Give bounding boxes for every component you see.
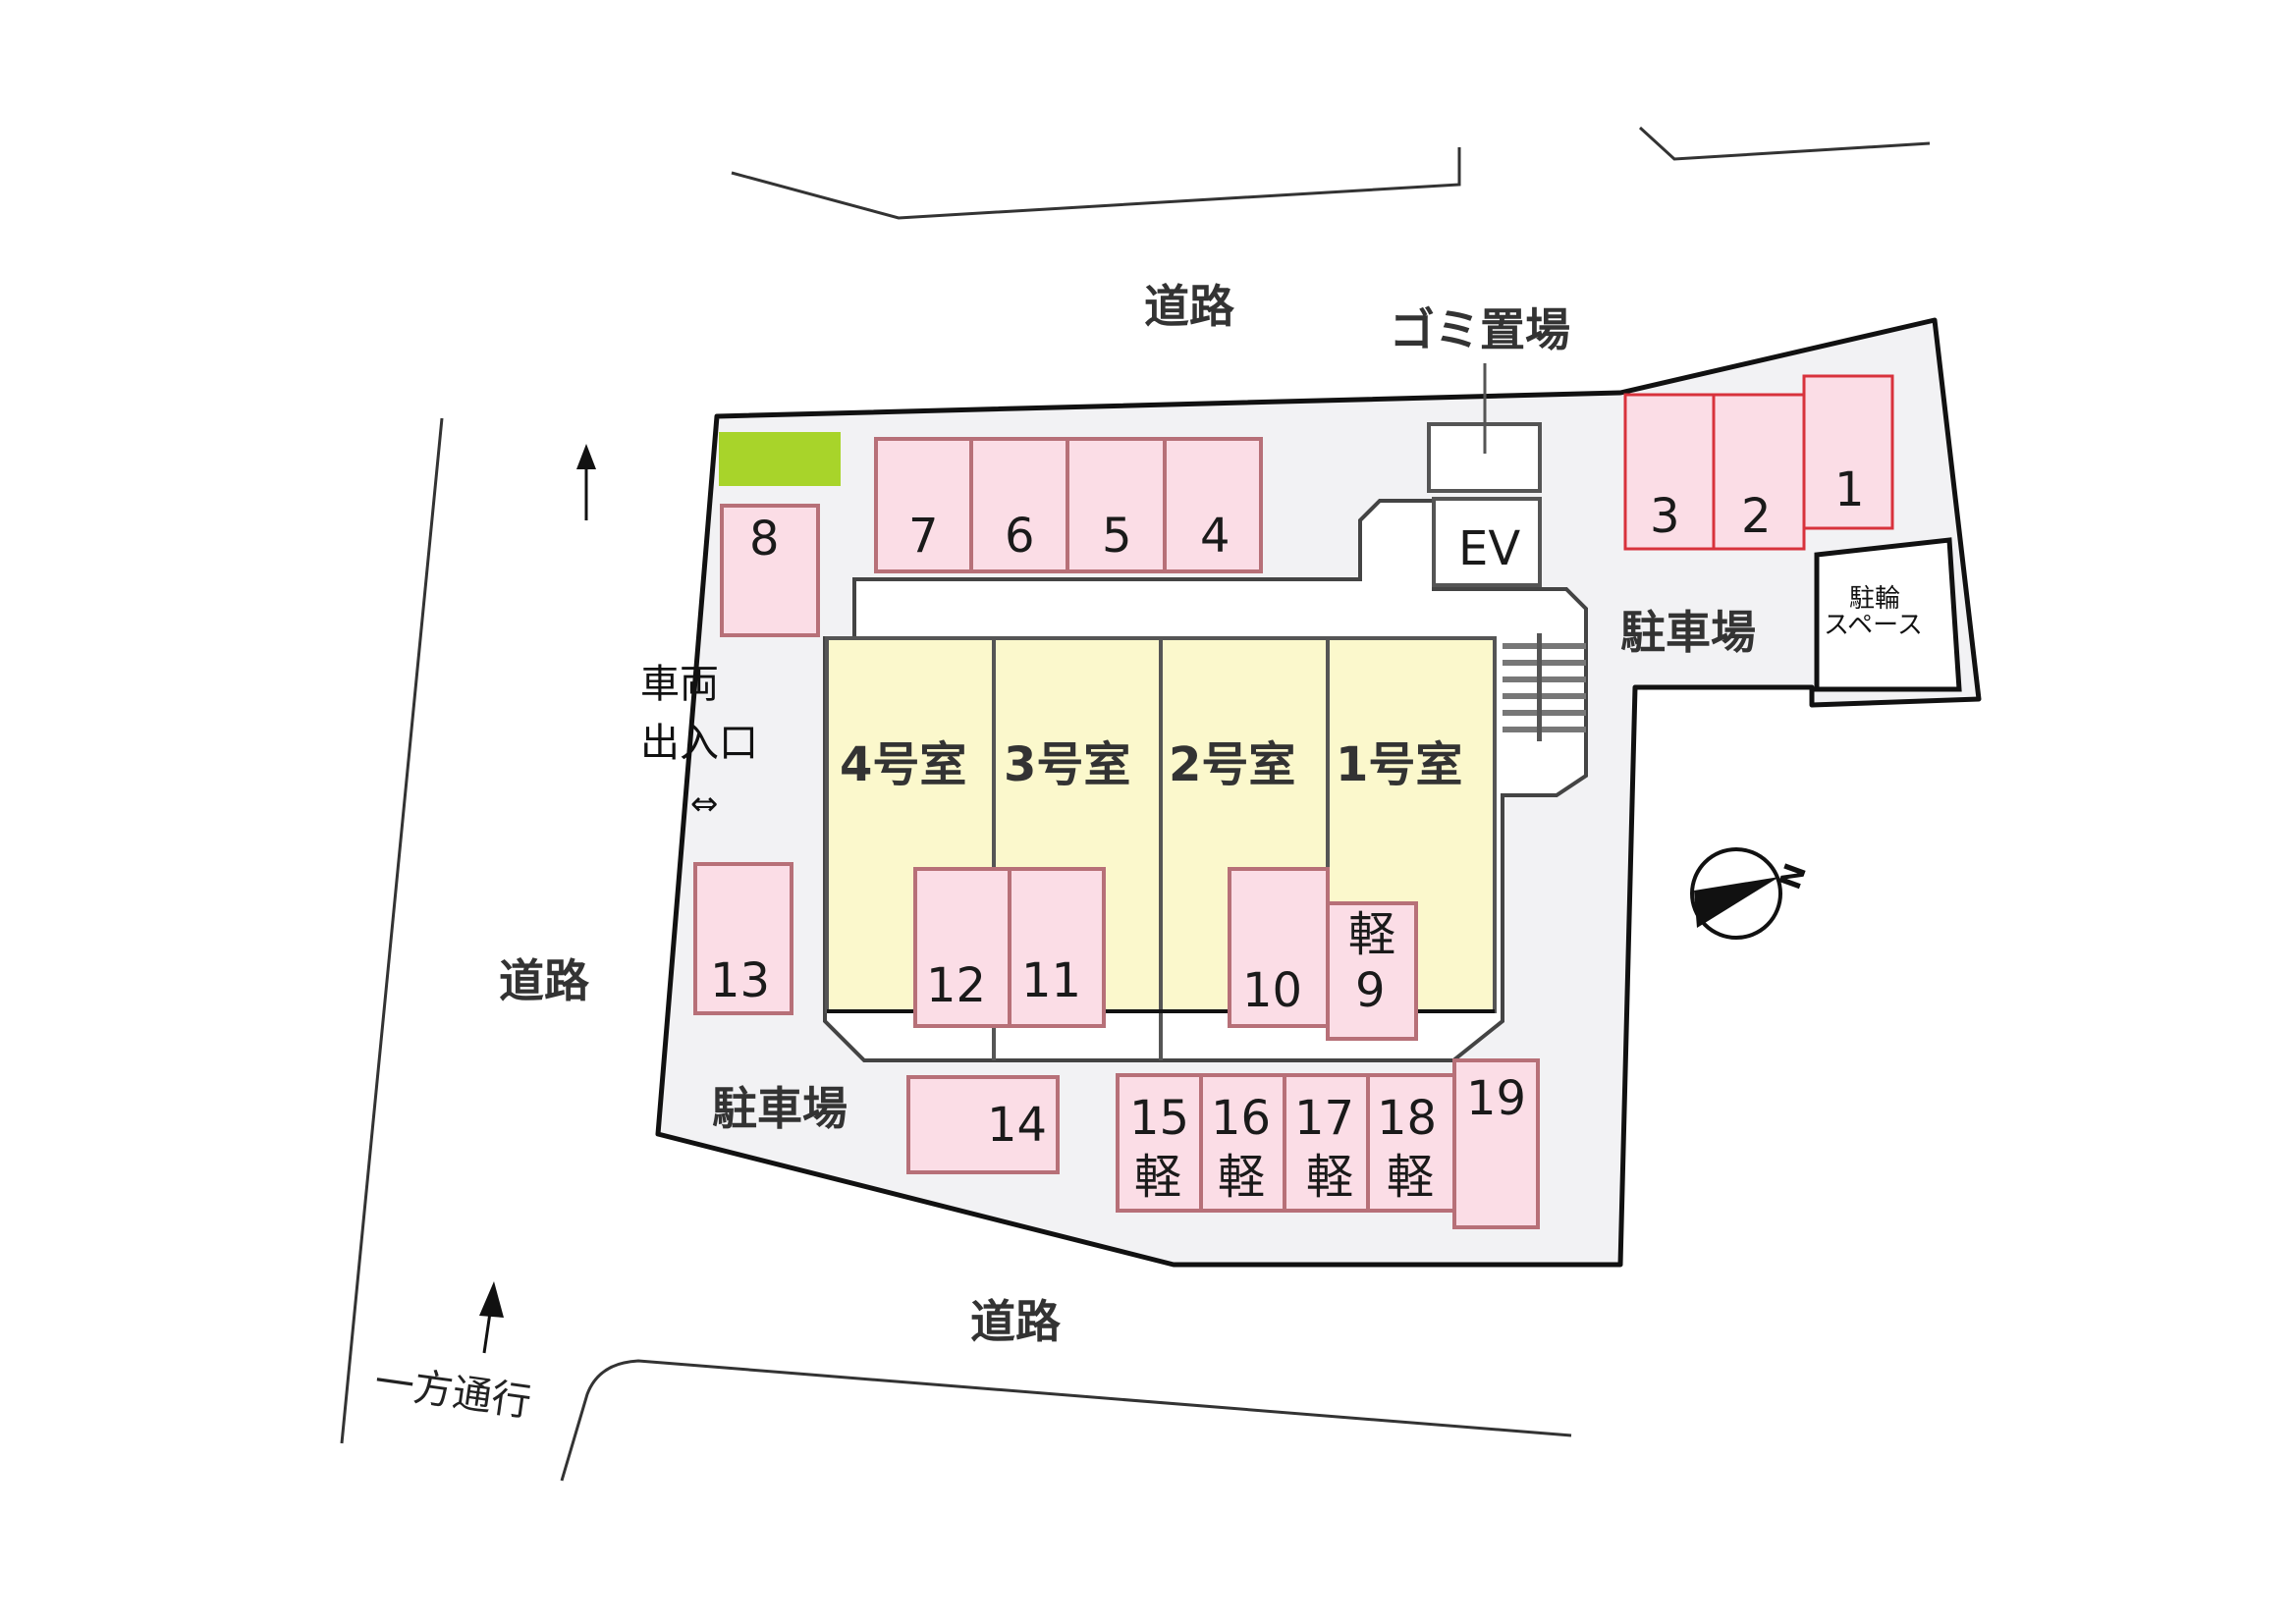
entrance-label: 車両	[640, 662, 719, 707]
entrance-label-2: 出入口	[640, 721, 758, 766]
space-19-label: 19	[1466, 1071, 1526, 1126]
space-18-kei-label: 軽	[1387, 1150, 1434, 1205]
one-way-arrow-icon	[479, 1281, 504, 1354]
space-5-label: 5	[1102, 509, 1132, 564]
space-3[interactable]	[1623, 393, 1716, 551]
road-edge-top-right	[1638, 126, 1931, 161]
space-15[interactable]	[1116, 1073, 1203, 1213]
space-7[interactable]	[874, 437, 973, 573]
space-16-kei-label: 軽	[1218, 1150, 1265, 1205]
bicycle-label: 駐輪	[1849, 584, 1900, 614]
space-19[interactable]	[1452, 1058, 1540, 1229]
space-5[interactable]	[1066, 437, 1167, 573]
bicycle-space	[1814, 537, 1962, 692]
space-13[interactable]	[693, 862, 793, 1015]
space-15-kei-label: 軽	[1134, 1150, 1181, 1205]
space-17[interactable]	[1283, 1073, 1370, 1213]
elevator	[1432, 497, 1542, 587]
ev-label: EV	[1458, 521, 1520, 576]
room-1: 1号室	[1336, 737, 1462, 792]
space-16-label: 16	[1211, 1091, 1271, 1146]
space-14-label: 14	[987, 1098, 1047, 1153]
road-edge-top-left	[731, 147, 1461, 220]
space-14[interactable]	[906, 1075, 1060, 1174]
stairs-icon	[1503, 633, 1586, 741]
space-18[interactable]	[1366, 1073, 1456, 1213]
garbage-label: ゴミ置場	[1390, 303, 1570, 356]
parking-label-left: 駐車場	[712, 1082, 847, 1135]
road-edge-left	[340, 417, 444, 1444]
one-way-label: 一方通行	[372, 1359, 534, 1426]
space-8-label: 8	[749, 512, 780, 567]
room-4: 4号室	[840, 737, 966, 792]
space-4-label: 4	[1200, 509, 1230, 564]
room-3: 3号室	[1004, 737, 1130, 792]
entrance-arrow-icon: ⇔	[690, 784, 719, 824]
parking-label-right: 駐車場	[1620, 606, 1756, 659]
road-label-bottom: 道路	[970, 1295, 1062, 1348]
north-compass-icon	[1690, 847, 1782, 940]
space-2-label: 2	[1741, 489, 1772, 544]
space-1[interactable]	[1802, 374, 1894, 530]
space-17-kei-label: 軽	[1306, 1150, 1353, 1205]
space-13-label: 13	[710, 953, 770, 1008]
space-6-label: 6	[1005, 509, 1035, 564]
room-2: 2号室	[1169, 737, 1295, 792]
bicycle-label-2: スペース	[1824, 611, 1923, 640]
space-11-label: 11	[1021, 953, 1081, 1008]
road-label-top: 道路	[1144, 280, 1235, 333]
road-edge-bottom	[560, 1359, 1572, 1482]
space-10-label: 10	[1242, 963, 1302, 1018]
space-9-kei-label: 軽	[1348, 907, 1395, 962]
parking-spaces	[693, 374, 1894, 1229]
space-18-label: 18	[1377, 1091, 1437, 1146]
space-3-label: 3	[1650, 489, 1680, 544]
space-1-label: 1	[1834, 462, 1865, 517]
space-8[interactable]	[720, 504, 820, 637]
space-12-label: 12	[926, 958, 986, 1013]
one-way-arrow-icon	[576, 444, 596, 520]
space-7-label: 7	[908, 509, 939, 564]
space-9[interactable]	[1326, 901, 1418, 1041]
space-16[interactable]	[1199, 1073, 1286, 1213]
space-15-label: 15	[1129, 1091, 1189, 1146]
space-11[interactable]	[1008, 867, 1106, 1028]
space-2[interactable]	[1712, 393, 1806, 551]
green-space	[719, 432, 841, 486]
space-12[interactable]	[913, 867, 1011, 1028]
road-label-left: 道路	[499, 954, 590, 1007]
space-4[interactable]	[1163, 437, 1263, 573]
space-9-label: 9	[1355, 963, 1386, 1018]
space-17-label: 17	[1294, 1091, 1354, 1146]
space-6[interactable]	[969, 437, 1069, 573]
